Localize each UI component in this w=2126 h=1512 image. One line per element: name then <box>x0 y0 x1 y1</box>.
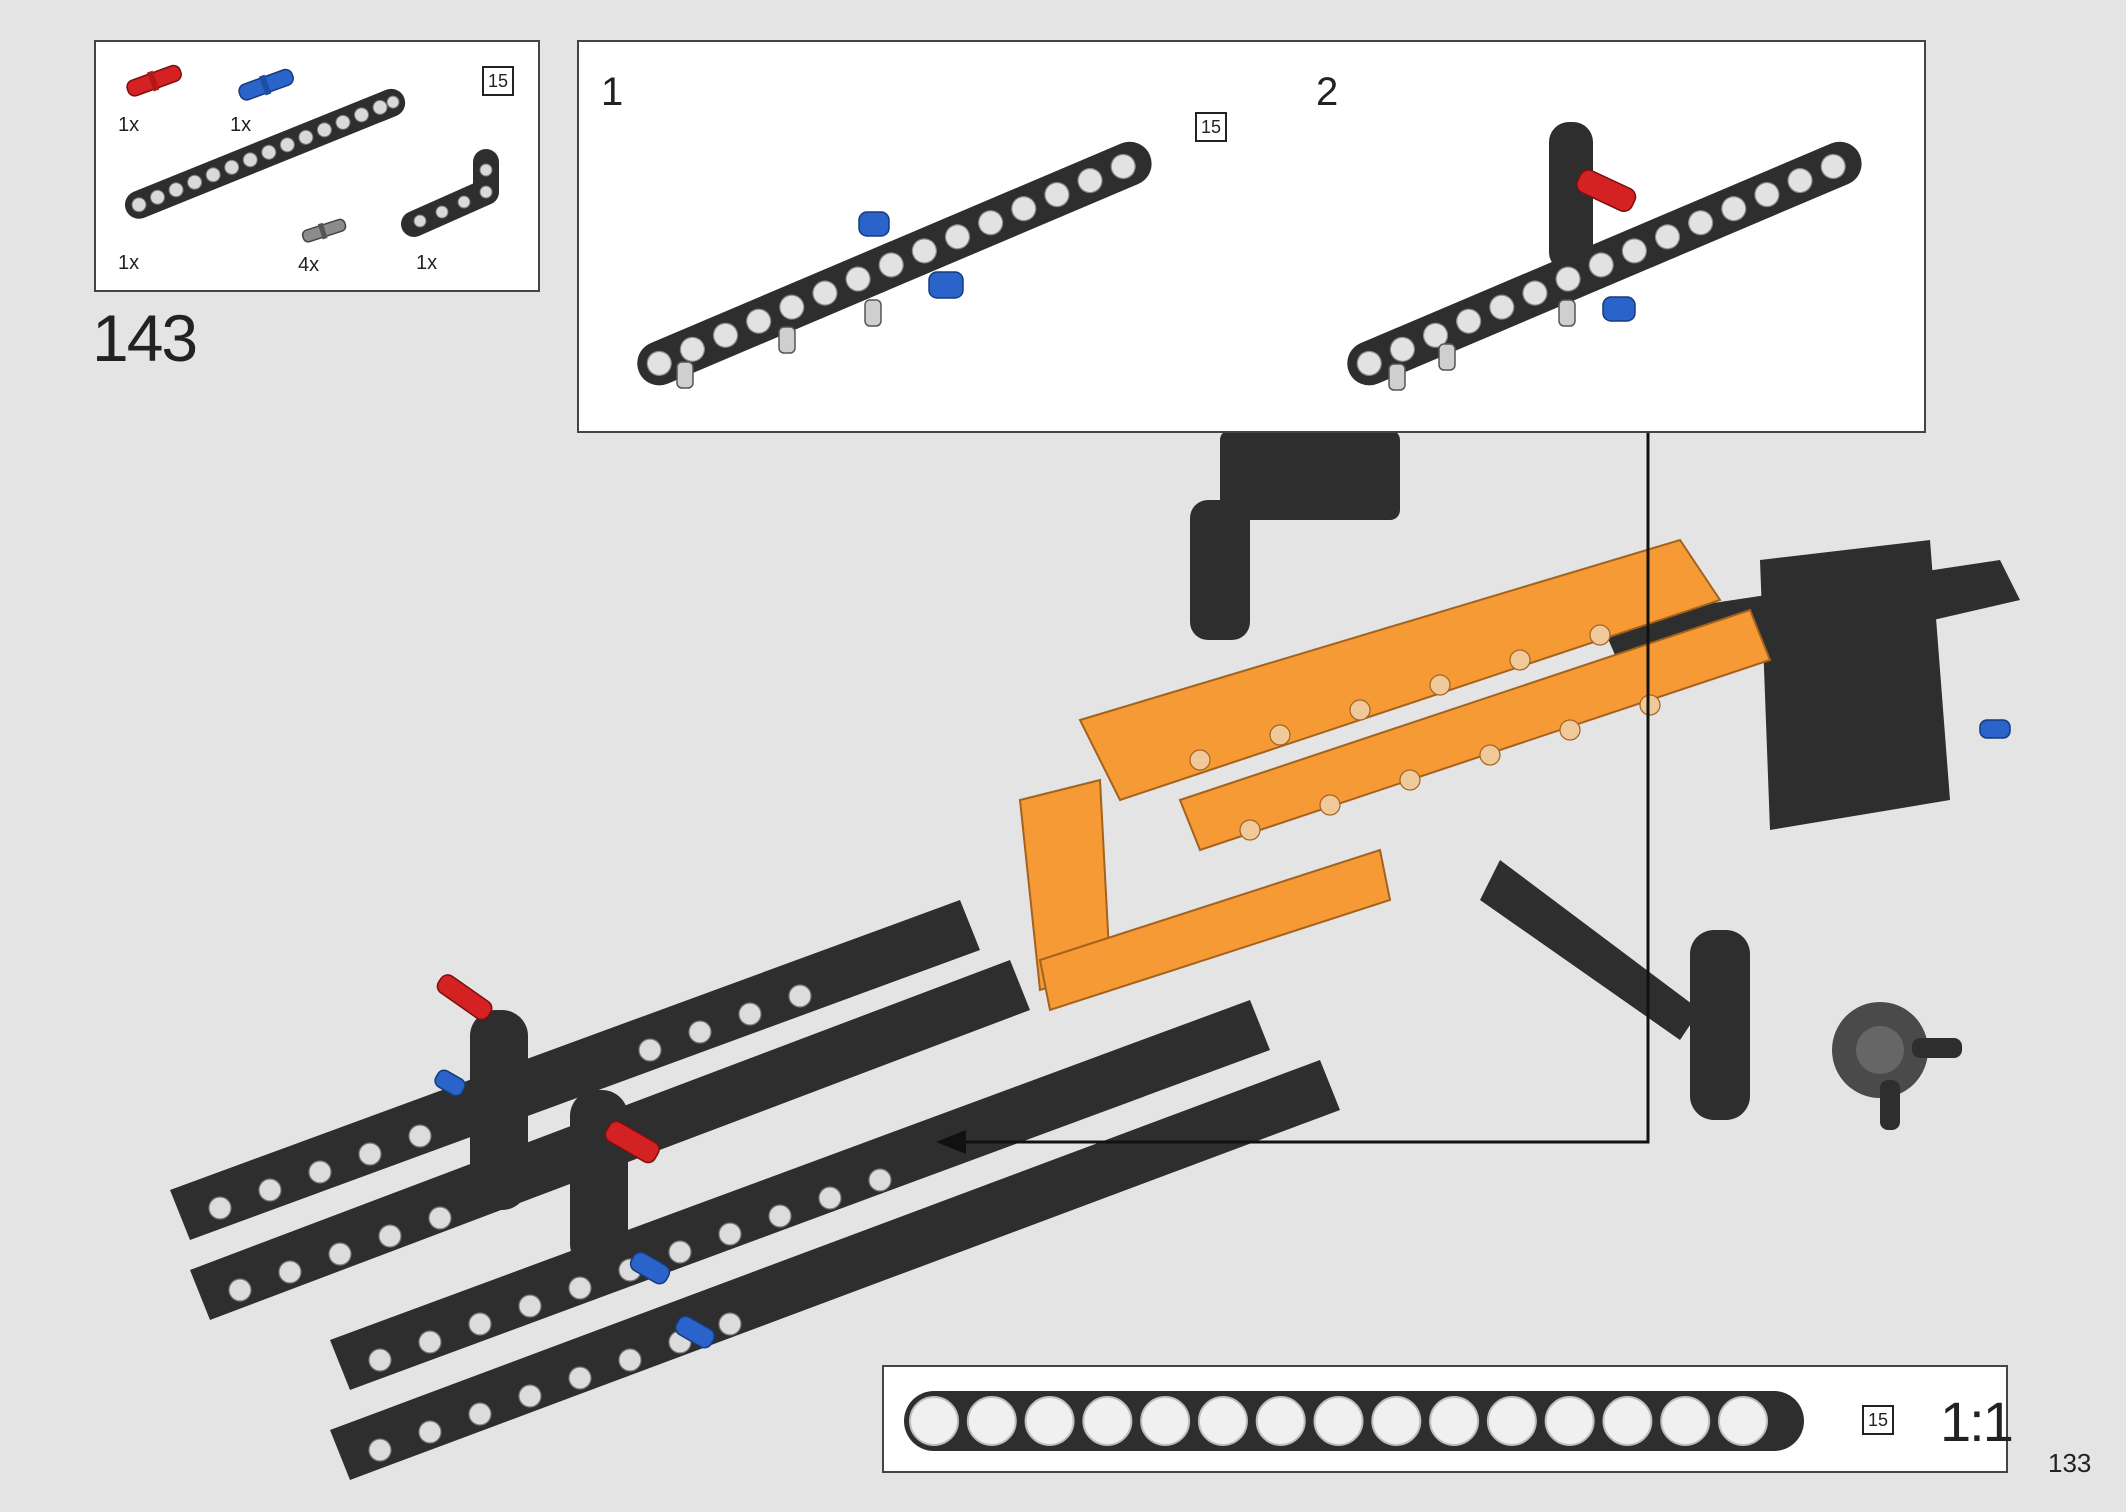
qty-beam: 1x <box>118 252 140 274</box>
scale-beam-hole <box>1024 1396 1075 1446</box>
red-pin-front <box>436 974 493 1021</box>
beam-15-icon <box>124 88 406 219</box>
substep-1-label: 1 <box>601 70 624 114</box>
red-pin-mid <box>604 1120 660 1164</box>
insertion-arrow <box>940 432 1650 1144</box>
scale-label: 1:1 <box>1940 1390 2014 1453</box>
qty-gray-pin: 4x <box>298 254 320 276</box>
substep-1-beam-illustration <box>637 141 1152 389</box>
sub-steps-callout: 1 2 15 <box>577 40 1926 433</box>
scale-beam-hole <box>966 1396 1017 1446</box>
scale-beam-hole <box>1197 1396 1248 1446</box>
qty-angled-beam: 1x <box>416 252 438 274</box>
scale-beam-hole <box>1313 1396 1364 1446</box>
gray-axle-pin-icon <box>301 218 347 243</box>
scale-beam-hole <box>909 1396 959 1446</box>
scale-beam-hole <box>1429 1396 1480 1446</box>
scale-reference-panel: 15 1:1 <box>882 1365 2014 1473</box>
scale-beam-hole <box>1140 1396 1191 1446</box>
scale-length-badge: 15 <box>1862 1405 1894 1435</box>
blue-axle-pin-icon <box>238 68 294 101</box>
parts-list-panel: 1x 1x 15 1x 4x <box>94 40 540 292</box>
angled-beam-icon <box>401 149 499 237</box>
scale-beam-hole <box>1082 1396 1133 1446</box>
scale-beam-hole <box>1602 1396 1653 1446</box>
page-number: 133 <box>2048 1448 2092 1478</box>
scale-beam-hole <box>1486 1396 1537 1446</box>
substep-1-length-badge: 15 <box>1195 112 1227 142</box>
step-number: 143 <box>92 301 198 375</box>
substep-2-label: 2 <box>1316 70 1339 114</box>
substep-2-beam-illustration <box>1347 122 1862 391</box>
scale-beam-hole <box>1255 1396 1306 1446</box>
scale-beam-15 <box>904 1391 1804 1451</box>
scale-beam-hole <box>1544 1396 1595 1446</box>
qty-red-pin: 1x <box>118 114 140 136</box>
scale-beam-holes <box>909 1396 1769 1446</box>
orange-frame <box>1018 538 1772 1012</box>
scale-beam-hole <box>1371 1396 1422 1446</box>
scale-beam-hole <box>1718 1396 1769 1446</box>
rear-hub <box>1832 1002 1962 1130</box>
red-connector-pin-icon <box>126 64 182 97</box>
qty-blue-pin: 1x <box>230 114 252 136</box>
beam-length-badge: 15 <box>482 66 514 96</box>
scale-beam-hole <box>1660 1396 1711 1446</box>
